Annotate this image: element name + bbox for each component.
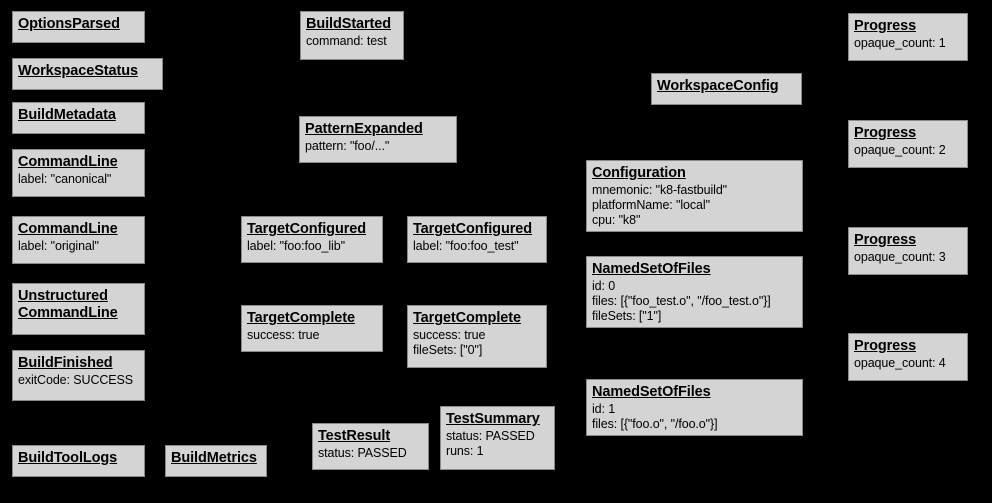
event-node-title: TargetConfigured <box>247 221 366 237</box>
event-node-title: WorkspaceConfig <box>657 78 779 94</box>
event-node-field: runs: 1 <box>446 444 484 458</box>
event-node-options-parsed[interactable]: OptionsParsed <box>12 11 145 43</box>
event-node-title: BuildToolLogs <box>18 450 118 466</box>
event-node-title: BuildStarted <box>306 16 392 32</box>
event-node-progress-3[interactable]: Progress opaque_count: 3 <box>848 227 968 275</box>
event-node-title: TargetConfigured <box>413 221 532 237</box>
event-node-fields: opaque_count: 1 <box>854 36 962 51</box>
event-node-fields: label: "foo:foo_test" <box>413 239 541 254</box>
event-node-fields: label: "canonical" <box>18 172 139 187</box>
event-node-title: NamedSetOfFiles <box>592 384 711 400</box>
event-node-field: status: PASSED <box>446 429 535 443</box>
event-node-progress-2[interactable]: Progress opaque_count: 2 <box>848 120 968 168</box>
event-node-field: label: "foo:foo_test" <box>413 239 519 253</box>
event-node-fields: success: true <box>247 328 377 343</box>
event-node-field: success: true <box>247 328 320 342</box>
event-node-field: opaque_count: 2 <box>854 143 946 157</box>
event-node-field: cpu: "k8" <box>592 213 641 227</box>
event-node-target-configured-foo-lib[interactable]: TargetConfigured label: "foo:foo_lib" <box>241 216 383 263</box>
event-node-field: fileSets: ["0"] <box>413 343 483 357</box>
event-node-fields: pattern: "foo/..." <box>305 139 451 154</box>
event-node-title: OptionsParsed <box>18 16 120 32</box>
event-node-title: Configuration <box>592 165 686 181</box>
event-node-field: opaque_count: 1 <box>854 36 946 50</box>
event-node-field: opaque_count: 3 <box>854 250 946 264</box>
event-node-build-tool-logs[interactable]: BuildToolLogs <box>12 445 145 477</box>
event-node-title: NamedSetOfFiles <box>592 261 711 277</box>
event-node-build-metrics[interactable]: BuildMetrics <box>165 445 267 477</box>
event-node-title: CommandLine <box>18 154 118 170</box>
event-node-title: TestResult <box>318 428 391 444</box>
event-node-fields: label: "foo:foo_lib" <box>247 239 377 254</box>
event-node-field: opaque_count: 4 <box>854 356 946 370</box>
event-node-title: Progress <box>854 232 917 248</box>
event-node-fields: mnemonic: "k8-fastbuild"platformName: "l… <box>592 183 797 228</box>
event-node-title: TargetComplete <box>413 310 521 326</box>
event-node-field: label: "original" <box>18 239 99 253</box>
event-node-field: id: 0 <box>592 279 616 293</box>
event-node-build-finished[interactable]: BuildFinished exitCode: SUCCESS <box>12 350 145 401</box>
event-node-field: fileSets: ["1"] <box>592 309 662 323</box>
event-node-field: label: "foo:foo_lib" <box>247 239 345 253</box>
event-node-field: platformName: "local" <box>592 198 710 212</box>
event-node-fields: opaque_count: 2 <box>854 143 962 158</box>
event-node-fields: opaque_count: 3 <box>854 250 962 265</box>
event-node-unstructured-command-line[interactable]: Unstructured CommandLine <box>12 283 145 335</box>
event-node-field: files: [{"foo_test.o", "/foo_test.o"}] <box>592 294 771 308</box>
event-node-field: command: test <box>306 34 387 48</box>
event-node-command-line-canonical[interactable]: CommandLine label: "canonical" <box>12 149 145 197</box>
event-node-title: BuildFinished <box>18 355 113 371</box>
event-node-progress-1[interactable]: Progress opaque_count: 1 <box>848 13 968 61</box>
event-node-fields: opaque_count: 4 <box>854 356 962 371</box>
event-node-fields: command: test <box>306 34 398 49</box>
event-node-pattern-expanded[interactable]: PatternExpanded pattern: "foo/..." <box>299 116 457 163</box>
event-node-fields: status: PASSED <box>318 446 423 461</box>
event-node-title: BuildMetadata <box>18 107 116 123</box>
event-node-test-result[interactable]: TestResult status: PASSED <box>312 423 429 470</box>
event-node-title: Progress <box>854 338 917 354</box>
event-node-target-configured-foo-test[interactable]: TargetConfigured label: "foo:foo_test" <box>407 216 547 263</box>
event-node-workspace-status[interactable]: WorkspaceStatus <box>12 58 163 90</box>
event-node-field: files: [{"foo.o", "/foo.o"}] <box>592 417 718 431</box>
event-node-title: Progress <box>854 18 917 34</box>
event-node-configuration[interactable]: Configuration mnemonic: "k8-fastbuild"pla… <box>586 160 803 232</box>
event-node-field: label: "canonical" <box>18 172 112 186</box>
event-node-command-line-original[interactable]: CommandLine label: "original" <box>12 216 145 264</box>
event-node-build-metadata[interactable]: BuildMetadata <box>12 102 145 134</box>
event-node-field: pattern: "foo/..." <box>305 139 390 153</box>
event-node-progress-4[interactable]: Progress opaque_count: 4 <box>848 333 968 381</box>
event-node-workspace-config[interactable]: WorkspaceConfig <box>651 73 802 105</box>
event-node-field: status: PASSED <box>318 446 407 460</box>
event-node-field: id: 1 <box>592 402 616 416</box>
event-node-target-complete-lib[interactable]: TargetComplete success: true <box>241 305 383 352</box>
event-node-title: BuildMetrics <box>171 450 257 466</box>
event-node-title: PatternExpanded <box>305 121 423 137</box>
event-node-title: Unstructured CommandLine <box>18 288 118 321</box>
event-node-title: TestSummary <box>446 411 540 427</box>
event-node-title: CommandLine <box>18 221 118 237</box>
event-node-build-started[interactable]: BuildStarted command: test <box>300 11 404 60</box>
event-node-fields: label: "original" <box>18 239 139 254</box>
event-node-field: success: true <box>413 328 486 342</box>
event-node-field: mnemonic: "k8-fastbuild" <box>592 183 728 197</box>
event-node-title: WorkspaceStatus <box>18 63 138 79</box>
event-node-field: exitCode: SUCCESS <box>18 373 134 387</box>
event-node-title: TargetComplete <box>247 310 355 326</box>
event-node-fields: exitCode: SUCCESS <box>18 373 139 388</box>
event-node-title: Progress <box>854 125 917 141</box>
